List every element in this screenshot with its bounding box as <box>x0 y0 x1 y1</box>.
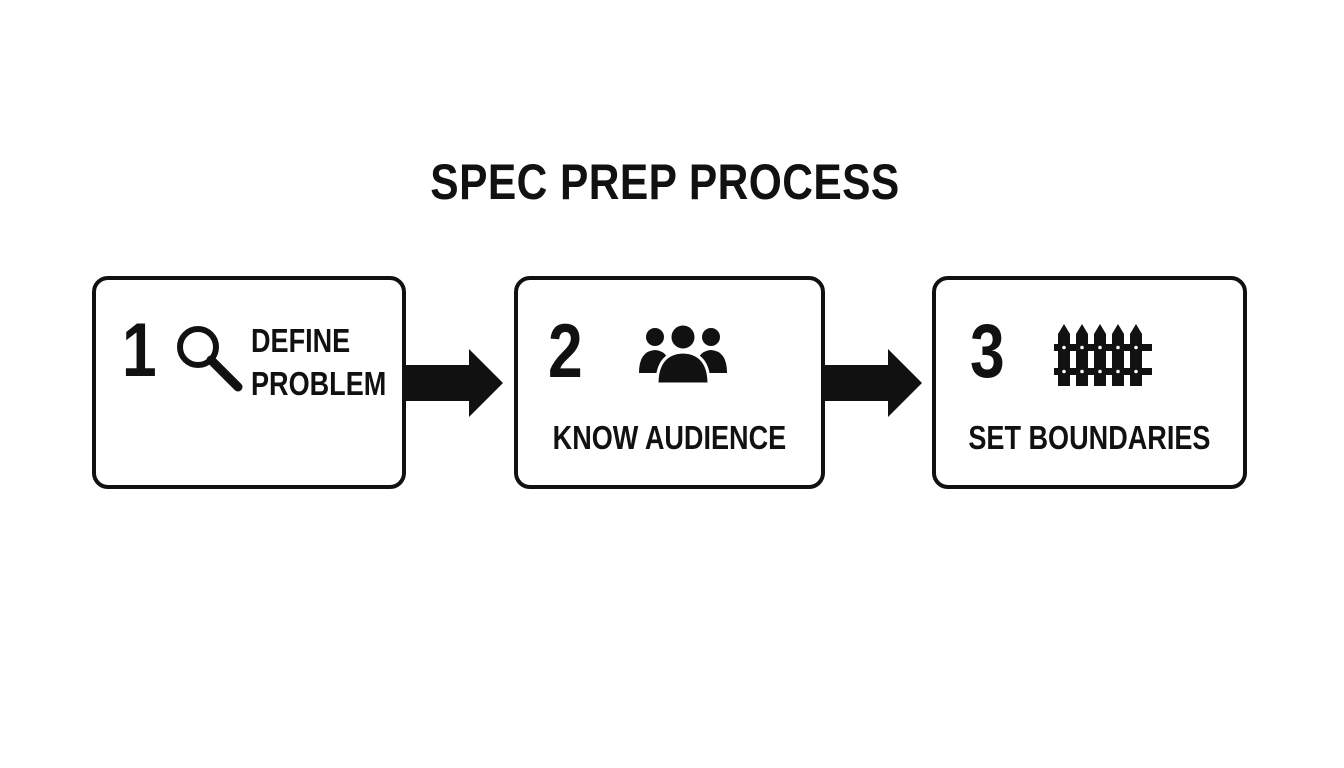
magnifying-glass-icon <box>177 326 243 392</box>
step-box-know-audience: 2 KNOW AUDIENCE <box>514 276 825 489</box>
step-label-line2: PROBLEM <box>251 365 387 402</box>
step-number: 3 <box>970 309 1005 394</box>
step-number: 1 <box>122 308 157 393</box>
right-arrow-icon <box>824 349 922 417</box>
step-number: 2 <box>548 309 583 394</box>
fence-icon <box>1054 324 1152 386</box>
step-label-line1: DEFINE <box>251 322 351 359</box>
right-arrow-icon <box>405 349 503 417</box>
step-label: KNOW AUDIENCE <box>552 419 787 456</box>
diagram-title: SPEC PREP PROCESS <box>430 154 900 210</box>
step-box-set-boundaries: 3 SET BOUNDARIES <box>932 276 1247 489</box>
people-group-icon <box>639 323 727 385</box>
step-label: SET BOUNDARIES <box>968 419 1211 456</box>
step-box-define-problem: 1 DEFINE PROBLEM <box>92 276 406 489</box>
